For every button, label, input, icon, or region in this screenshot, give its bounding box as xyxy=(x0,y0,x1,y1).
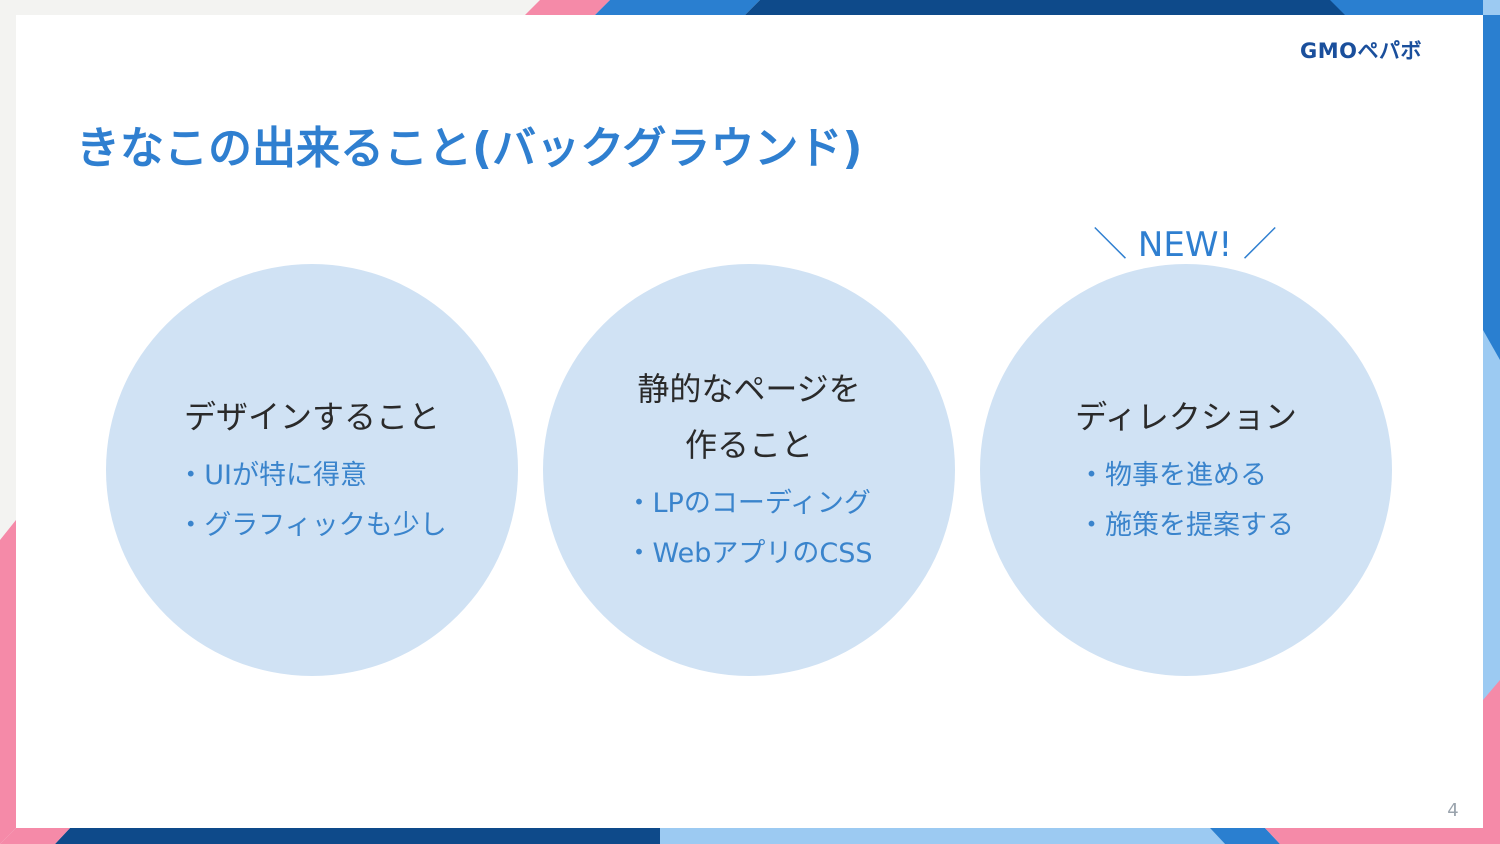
bullet-list: ・物事を進める ・施策を提案する xyxy=(1078,451,1294,551)
list-item: ・物事を進める xyxy=(1078,460,1267,491)
bottom-pink-left-shape xyxy=(0,828,70,844)
bullet-list: ・LPのコーディング ・WebアプリのCSS xyxy=(626,479,873,579)
bottom-blue-shape xyxy=(1210,828,1280,844)
new-badge: ＼ NEW! ／ xyxy=(1093,224,1277,265)
circle-heading-line: デザインすること xyxy=(183,398,440,436)
left-pink-shape xyxy=(0,520,16,844)
list-item: ・LPのコーディング xyxy=(625,488,871,519)
page-number: 4 xyxy=(1447,800,1459,821)
top-right-blue-shape xyxy=(1330,0,1500,15)
list-item: ・施策を提案する xyxy=(1078,510,1294,541)
bottom-light-blue-shape xyxy=(660,828,1225,844)
circle-heading: ディレクション xyxy=(1075,389,1297,445)
circle-heading: デザインすること xyxy=(184,389,440,445)
top-pink-shape xyxy=(525,0,610,15)
bottom-pink-right-shape xyxy=(1265,828,1500,844)
circle-heading-line: ディレクション xyxy=(1075,398,1297,436)
circle-heading: 静的なページを 作ること xyxy=(637,361,860,473)
list-item: ・UIが特に得意 xyxy=(177,460,367,491)
slide-title: きなこの出来ること(バックグラウンド) xyxy=(76,123,863,174)
bullet-list: ・UIが特に得意 ・グラフィックも少し xyxy=(177,451,446,551)
circle-heading-line: 静的なページを xyxy=(637,370,861,408)
bottom-navy-shape xyxy=(55,828,660,844)
right-blue-shape xyxy=(1483,15,1500,360)
list-item: ・グラフィックも少し xyxy=(177,510,447,541)
top-navy-shape xyxy=(745,0,1500,15)
circle-heading-line: 作ること xyxy=(684,426,813,464)
skill-circle-direction: ディレクション ・物事を進める ・施策を提案する xyxy=(980,264,1392,676)
top-blue-shape xyxy=(595,0,760,15)
skill-circle-design: デザインすること ・UIが特に得意 ・グラフィックも少し xyxy=(106,264,518,676)
company-logo: GMOペパボ xyxy=(1300,36,1460,64)
company-logo-text: GMOペパボ xyxy=(1300,39,1422,63)
right-pink-shape xyxy=(1483,680,1500,844)
list-item: ・WebアプリのCSS xyxy=(625,538,873,569)
skill-circle-static-pages: 静的なページを 作ること ・LPのコーディング ・WebアプリのCSS xyxy=(543,264,955,676)
